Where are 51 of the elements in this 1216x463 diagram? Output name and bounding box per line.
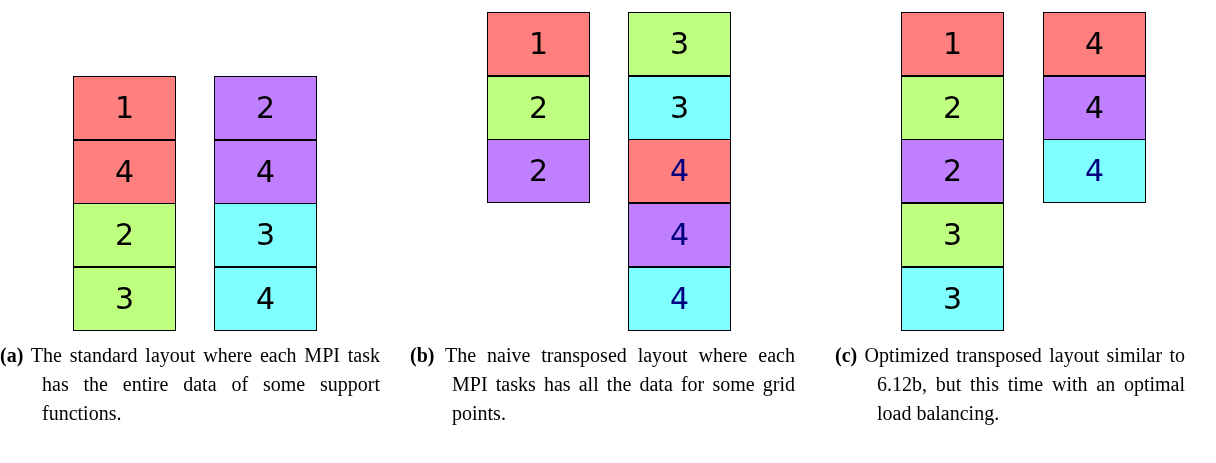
block-number: 3: [114, 284, 135, 314]
memory-block: [628, 76, 731, 140]
block-number: 4: [669, 284, 690, 314]
memory-block: [628, 267, 731, 331]
memory-block: [901, 12, 1004, 76]
block-number: 3: [255, 220, 276, 250]
block-number: 3: [942, 220, 963, 250]
block-number: 2: [114, 220, 135, 250]
block-number: 1: [528, 29, 549, 59]
memory-block: [73, 140, 176, 204]
block-number: 4: [1084, 29, 1105, 59]
block-number: 4: [114, 157, 135, 187]
memory-block: [487, 139, 590, 203]
block-number: 4: [669, 156, 690, 186]
block-number: 2: [255, 93, 276, 123]
subfigure-caption: (a) The standard layout where each MPI task has the entire data of some support functions.: [0, 343, 380, 426]
memory-block: [628, 203, 731, 267]
block-number: 3: [942, 284, 963, 314]
memory-block: [901, 139, 1004, 203]
memory-block: [214, 267, 317, 331]
block-number: 4: [669, 220, 690, 250]
memory-block: [628, 12, 731, 76]
subfigure-caption: (c) Optimized transposed layout similar to 6.12b, but this time with an optimal load balancing.: [835, 343, 1185, 427]
memory-block: [214, 76, 317, 140]
block-number: 4: [255, 284, 276, 314]
memory-block: [901, 76, 1004, 140]
memory-block: [487, 12, 590, 76]
memory-block: [1043, 139, 1146, 203]
memory-block: [1043, 12, 1146, 76]
block-number: 4: [255, 157, 276, 187]
block-number: 2: [528, 93, 549, 123]
memory-block: [901, 267, 1004, 331]
memory-block: [214, 203, 317, 267]
memory-block: [1043, 76, 1146, 140]
memory-block: [628, 139, 731, 203]
memory-block: [73, 76, 176, 140]
block-number: 3: [669, 29, 690, 59]
block-number: 1: [114, 93, 135, 123]
subfigure-caption: (b) The naive transposed layout where each MPI tasks has all the data for some grid points.: [410, 343, 795, 427]
block-number: 1: [942, 29, 963, 59]
block-number: 2: [942, 156, 963, 186]
block-number: 2: [528, 156, 549, 186]
memory-block: [487, 76, 590, 140]
block-number: 4: [1084, 156, 1105, 186]
memory-block: [901, 203, 1004, 267]
memory-block: [214, 140, 317, 204]
memory-block: [73, 267, 176, 331]
block-number: 3: [669, 93, 690, 123]
memory-block: [73, 203, 176, 267]
block-number: 4: [1084, 93, 1105, 123]
block-number: 2: [942, 93, 963, 123]
